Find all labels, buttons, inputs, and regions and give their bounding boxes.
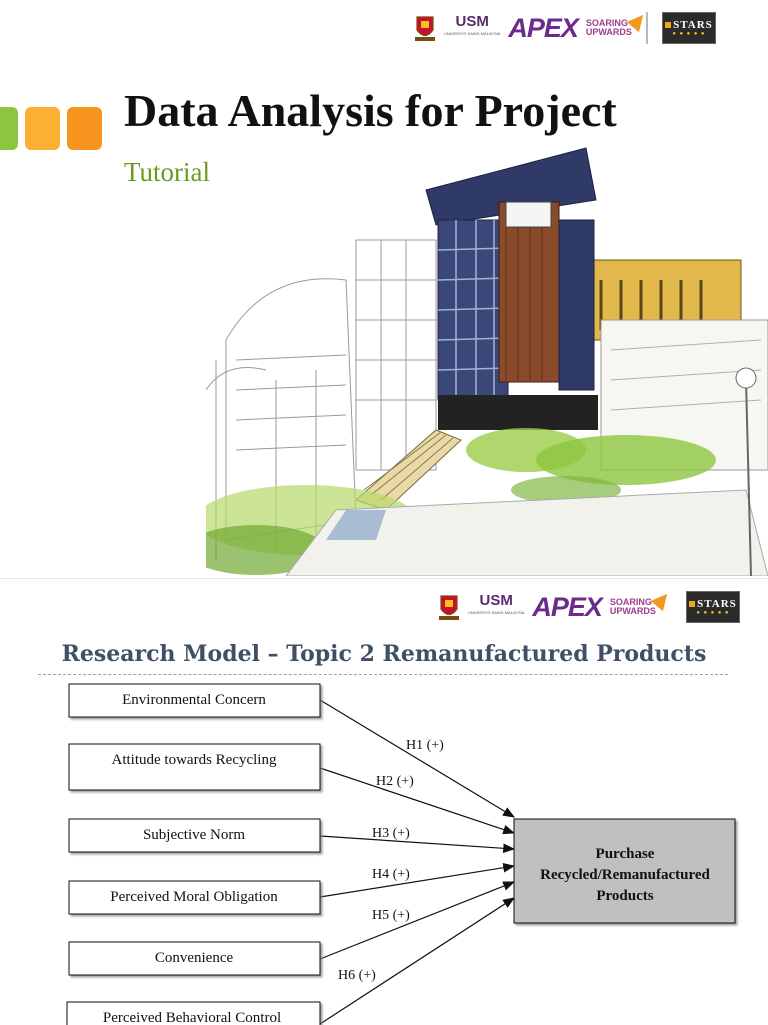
predictor-box-subjective-norm [68,818,321,853]
hypothesis-label: H2 (+) [376,774,414,789]
research-model-slide: USM UNIVERSITI SAINS MALAYSIA APEX SOARI… [0,578,768,1025]
predictor-label: Attitude towards Recycling [112,752,277,768]
predictor-box-convenience [68,941,321,976]
predictor-label: Environmental Concern [122,692,266,708]
hypothesis-label: H5 (+) [372,908,410,923]
hypothesis-label: H3 (+) [372,826,410,841]
predictor-box-attitude [68,743,321,791]
outcome-label-line1: Purchase [596,846,655,862]
predictor-box-behavioral-control [66,1001,321,1025]
path-h2-arrow [319,767,516,835]
apex-logo: APEX [532,591,603,622]
path-h1-arrow [319,699,516,818]
accent-square-orange [67,107,102,150]
hypothesis-label: H6 (+) [338,968,376,983]
logo-strip: USM UNIVERSITI SAINS MALAYSIA APEX SOARI… [438,588,740,623]
path-h3-arrow [319,835,516,854]
building-sketch-illustration [206,147,768,576]
path-h6-arrow [319,897,516,1025]
accent-square-yellow [25,107,60,150]
predictor-label: Subjective Norm [143,827,245,843]
predictor-box-moral-obligation [68,880,321,915]
predictor-label: Perceived Moral Obligation [110,889,278,905]
slide-subtitle: Tutorial [124,157,211,187]
apex-logo: APEX [508,12,579,43]
accent-square-green [0,107,18,150]
predictor-box-environmental-concern [68,683,321,718]
usm-crest-icon [438,592,460,622]
hypothesis-label: H4 (+) [372,867,410,882]
usm-logo: USM UNIVERSITI SAINS MALAYSIA [444,13,501,36]
hypothesis-label: H1 (+) [406,738,444,753]
usm-crest-icon [414,13,436,43]
outcome-label-line2: Recycled/Remanufactured [540,867,710,883]
path-h4-arrow [319,862,516,898]
predictor-label: Perceived Behavioral Control [103,1010,281,1025]
outcome-box [513,818,736,924]
outcome-label-line3: Products [596,888,653,904]
logo-divider [645,12,648,44]
predictor-label: Convenience [155,950,234,966]
title-slide: USM UNIVERSITI SAINS MALAYSIA APEX SOARI… [0,0,768,578]
path-h5-arrow [319,881,516,960]
title-divider [38,674,728,675]
logo-strip: USM UNIVERSITI SAINS MALAYSIA APEX SOARI… [414,9,716,44]
slide-title: Data Analysis for Project [124,85,617,136]
stars-logo: STARS● ● ● ● ● [661,12,716,44]
research-model-diagram: Environmental Concern Attitude towards R… [66,683,736,1025]
stars-logo: STARS● ● ● ● ● [685,591,740,623]
research-model-title: Research Model – Topic 2 Remanufactured … [61,641,707,667]
usm-logo: USM UNIVERSITI SAINS MALAYSIA [468,592,525,615]
